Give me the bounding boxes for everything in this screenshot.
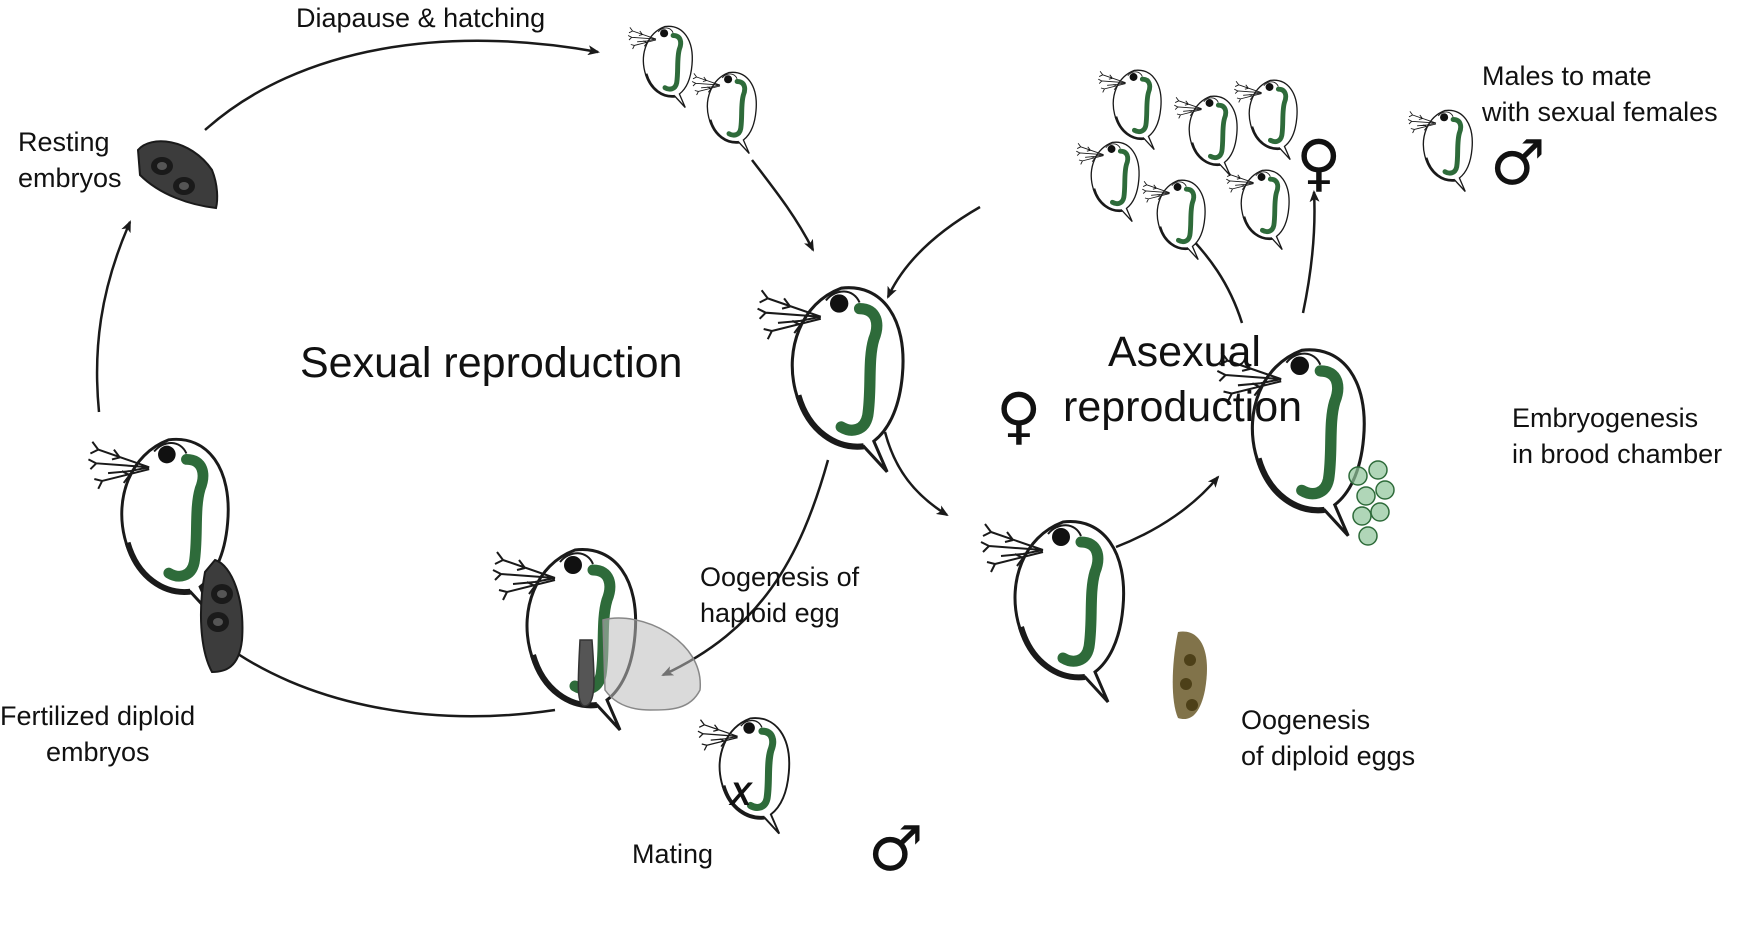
mating-label: Mating xyxy=(632,839,714,869)
resting-embryos-label-line2: embryos xyxy=(18,163,122,193)
males-label-line1: Males to mate xyxy=(1482,61,1652,91)
males-label-line2: with sexual females xyxy=(1482,97,1718,127)
arrow-mating-to-fertilized xyxy=(223,643,556,718)
arrow-embryogenesis-to-males xyxy=(1301,190,1320,314)
oogenesis-haploid-label-line1: Oogenesis of xyxy=(700,562,860,592)
diploid-oogenesis-daphnia xyxy=(981,522,1207,720)
offspring-daphnia xyxy=(1226,170,1289,249)
fertilized-label-line1: Fertilized diploid xyxy=(0,701,196,731)
arrow-female-to-diploid-oogenesis xyxy=(883,431,949,517)
fertilized-female-daphnia xyxy=(88,439,244,674)
hatchling-daphnia xyxy=(692,72,756,153)
cross-mark: X xyxy=(730,776,752,812)
arrow-female-to-mating xyxy=(661,459,830,677)
offspring-daphnia xyxy=(1234,80,1297,159)
offspring-daphnia xyxy=(1142,180,1205,259)
male-symbol-icon: ♂ xyxy=(868,812,924,885)
female-symbol-icon: ♀ xyxy=(996,379,1042,452)
diapause-label: Diapause & hatching xyxy=(296,3,546,33)
oogenesis-diploid-label-line2: of diploid eggs xyxy=(1241,741,1416,771)
arrow-females-to-female xyxy=(886,205,981,299)
sexual-reproduction-title: Sexual reproduction xyxy=(300,339,683,387)
offspring-daphnia xyxy=(1174,96,1237,175)
resting-embryos-case xyxy=(136,140,219,210)
male-symbol-icon: ♂ xyxy=(1490,126,1546,199)
asexual-reproduction-title-line2: reproduction xyxy=(1063,383,1303,431)
embryogenesis-label-line2: in brood chamber xyxy=(1512,439,1723,469)
offspring-daphnia xyxy=(1076,142,1139,221)
arrow-hatching-to-female xyxy=(751,159,815,252)
resting-embryos-label-line1: Resting xyxy=(18,127,110,157)
female-symbol-icon: ♀ xyxy=(1296,126,1342,199)
embryogenesis-label-line1: Embryogenesis xyxy=(1512,403,1699,433)
arrow-fertilized-to-resting xyxy=(95,220,132,413)
brood-chamber-daphnia xyxy=(1217,350,1395,546)
female-daphnia xyxy=(758,288,903,472)
arrow-resting-to-hatching xyxy=(204,39,600,131)
fertilized-label-line2: embryos xyxy=(46,737,150,767)
asexual-reproduction-title-line1: Asexual xyxy=(1108,328,1261,376)
arrow-diploid-to-embryogenesis xyxy=(1115,475,1220,549)
mating-female-daphnia xyxy=(493,550,701,730)
hatchling-daphnia xyxy=(628,26,692,107)
oogenesis-haploid-label-line2: haploid egg xyxy=(700,598,840,628)
male-offspring-daphnia xyxy=(1408,110,1472,191)
offspring-daphnia xyxy=(1098,70,1161,149)
oogenesis-diploid-label-line1: Oogenesis xyxy=(1241,705,1371,735)
